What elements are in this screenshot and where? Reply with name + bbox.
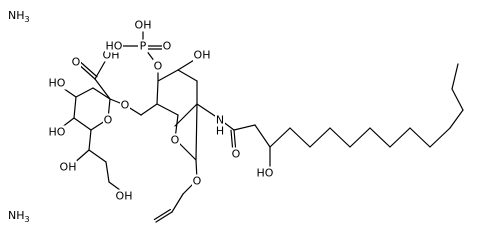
label-phos-double-o: O: [163, 40, 172, 53]
ammonia-counterion-bottom-symbol: NH: [8, 209, 25, 222]
label-phos-p-bg: [138, 39, 148, 53]
label-side-oh-1-bg: [59, 160, 77, 174]
label-side-oh-1: OH: [60, 161, 77, 174]
ammonia-counterion-top: NH3: [8, 9, 30, 24]
label-ring1-o: O: [104, 114, 113, 127]
bond-acid-co-2: [78, 60, 98, 78]
label-glycosidic-o: O: [121, 99, 130, 112]
bond-chain-4: [349, 127, 371, 148]
label-amide-o-bg: [231, 147, 241, 161]
bond-c5-c6: [73, 117, 92, 131]
label-phos-double-o-bg: [162, 39, 172, 53]
bond-ch2-choh: [254, 124, 271, 148]
label-ring2-oh-bg: [193, 48, 211, 62]
label-phos-ho-bg: [105, 39, 123, 53]
label-phos-oh-bg: [134, 18, 152, 32]
label-ring2-oh: OH: [194, 49, 211, 62]
bond-chain-1: [289, 127, 311, 148]
bond-c8-c9: [105, 161, 110, 183]
bond-chain-11: [451, 63, 459, 90]
label-ring1-ho-bottom-bg: [48, 125, 66, 139]
bond-r1-r6: [156, 103, 179, 116]
bond-canomeric-r5: [195, 103, 198, 161]
bond-c2-c3: [92, 87, 111, 100]
bond-c7-c8: [88, 149, 107, 163]
label-phos-bridge-o: O: [154, 60, 163, 73]
label-amide-h-bg: [215, 125, 225, 137]
bond-r2-r3: [157, 69, 179, 82]
bond-chain-10: [451, 88, 464, 111]
label-allyl-o-bg: [192, 174, 202, 188]
bond-c2-carboxyl: [94, 78, 111, 100]
label-ring2-o: O: [171, 134, 180, 147]
label-ring1-o-bg: [103, 113, 113, 127]
label-ring1-ho-top-bg: [48, 76, 66, 90]
label-amide-n: N: [216, 114, 224, 127]
bond-allyl-2-a: [155, 211, 173, 223]
label-phos-p: P: [140, 40, 147, 53]
ammonia-counterion-bottom: NH3: [8, 209, 30, 224]
bond-chain-5: [369, 127, 391, 148]
label-side-oh-2-bg: [115, 189, 133, 203]
bond-chain-2: [309, 127, 331, 148]
bond-c3-c4: [75, 87, 94, 98]
label-ring1-ho-top: HO: [49, 77, 66, 90]
bond-r3-r4: [177, 69, 198, 82]
ammonia-counterion-top-symbol: NH: [8, 9, 25, 22]
label-side-oh-2: OH: [116, 190, 133, 203]
bond-chain-7: [409, 127, 431, 148]
label-acid-o: O: [72, 56, 81, 69]
bond-c6-c7: [88, 129, 92, 151]
label-phos-oh: OH: [135, 19, 152, 32]
bond-chain-9: [449, 109, 464, 129]
bond-r5-n: [196, 103, 219, 119]
label-ring1-ho-bottom: HO: [49, 126, 66, 139]
bond-allyl-2-b: [153, 208, 172, 221]
bond-chain-8: [429, 127, 451, 148]
bond-r1-r2: [156, 80, 159, 105]
label-chain-ho-bg: [256, 166, 274, 180]
label-amide-n-bg: [215, 113, 225, 127]
label-glycosidic-o-bg: [120, 98, 130, 112]
label-chain-ho: HO: [257, 167, 274, 180]
bond-chain-3: [329, 127, 351, 148]
ammonia-counterion-bottom-subscript: 3: [25, 215, 30, 224]
bond-r5-r6: [174, 103, 198, 127]
bond-chain-6: [389, 127, 411, 148]
label-amide-h: H: [216, 125, 224, 138]
label-phos-bridge-o-bg: [153, 59, 163, 73]
bond-ch2-ring: [140, 103, 158, 116]
bond-c4-c5: [73, 96, 77, 119]
label-ring2-o-bg: [170, 133, 180, 147]
label-allyl-o: O: [193, 175, 202, 188]
label-phos-ho: HO: [106, 40, 123, 53]
bond-chain-0: [269, 127, 291, 148]
label-amide-o: O: [232, 148, 241, 161]
label-acid-o-bg: [71, 55, 81, 69]
bond-allyl-1: [171, 193, 184, 213]
bond-carbonyl-ch2: [233, 124, 256, 131]
ammonia-counterion-top-subscript: 3: [25, 15, 30, 24]
